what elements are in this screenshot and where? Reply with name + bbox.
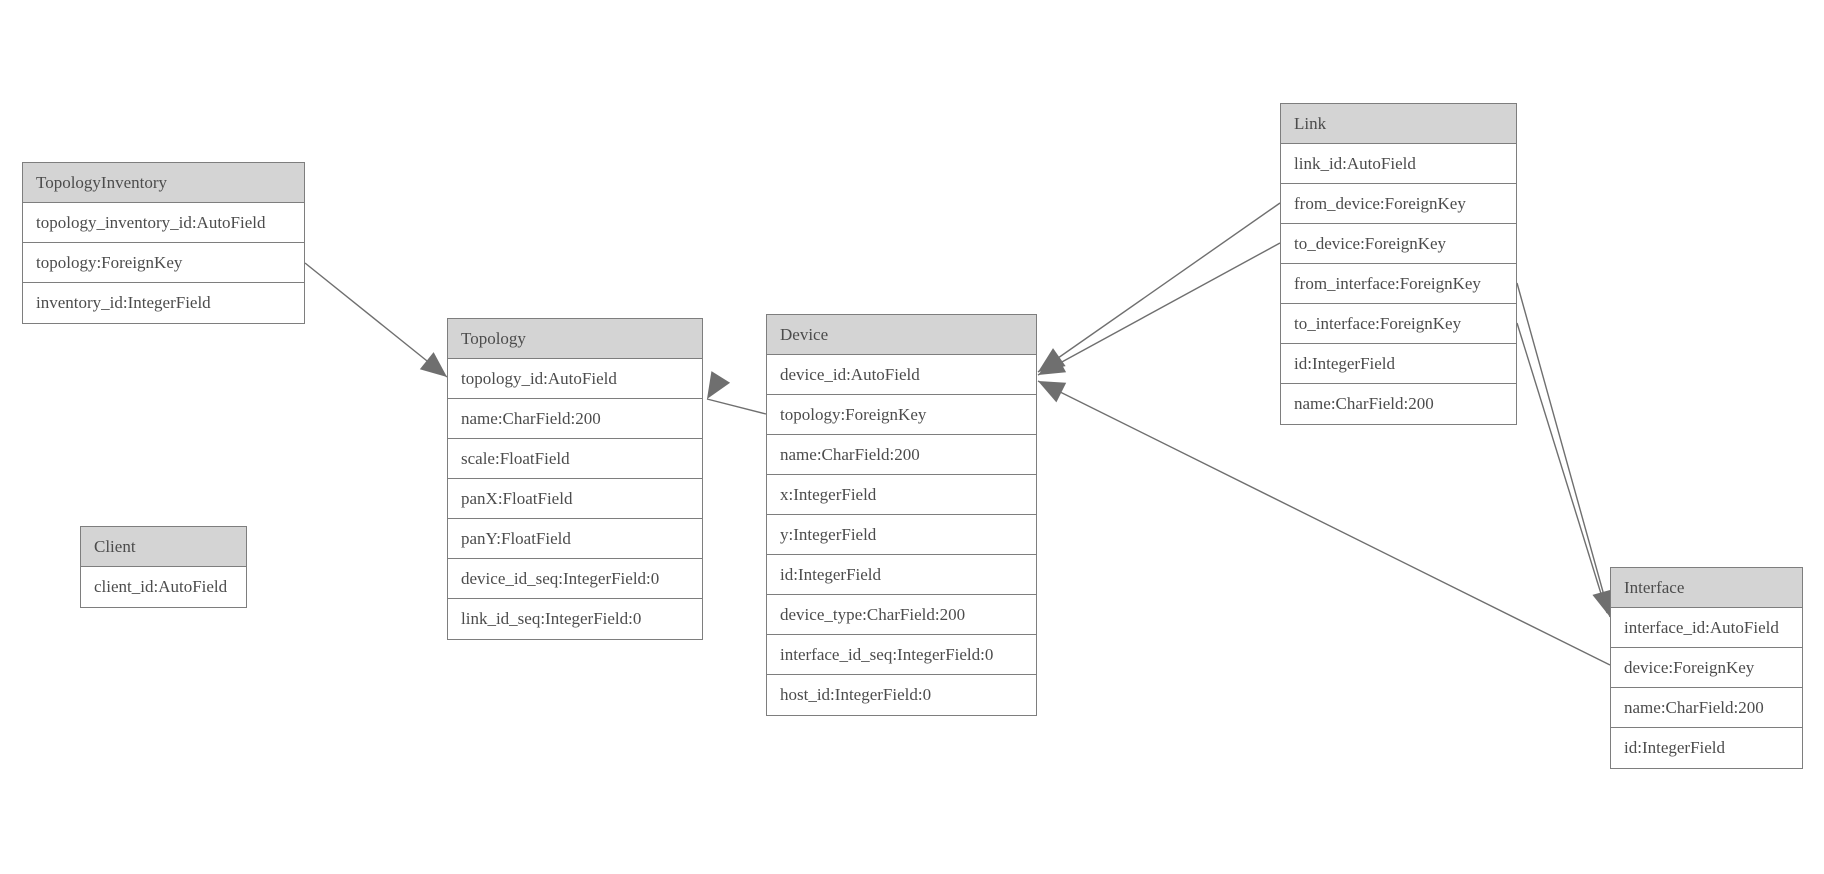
entity-topologyinventory-field-row: topology:ForeignKey — [23, 243, 304, 283]
entity-link-field-row: from_device:ForeignKey — [1281, 184, 1516, 224]
arrowhead-icon-link-todevice-device — [1038, 352, 1067, 375]
entity-topologyinventory-title: TopologyInventory — [23, 163, 304, 203]
entity-client-title: Client — [81, 527, 246, 567]
relationship-line-link-todevice-device — [1037, 242, 1281, 376]
entity-topology-field-row: scale:FloatField — [448, 439, 702, 479]
entity-interface-title: Interface — [1611, 568, 1802, 608]
entity-device-field-row: host_id:IntegerField:0 — [767, 675, 1036, 715]
entity-link-field-row: id:IntegerField — [1281, 344, 1516, 384]
entity-device-field-row: y:IntegerField — [767, 515, 1036, 555]
entity-topology-field-row: link_id_seq:IntegerField:0 — [448, 599, 702, 639]
entity-device-field-row: name:CharField:200 — [767, 435, 1036, 475]
entity-topologyinventory-field-row: inventory_id:IntegerField — [23, 283, 304, 323]
relationship-line-interface-device — [1037, 380, 1611, 666]
entity-device-field-row: id:IntegerField — [767, 555, 1036, 595]
arrowhead-icon-device-topology — [707, 371, 731, 399]
entity-device-field-row: topology:ForeignKey — [767, 395, 1036, 435]
entity-device-title: Device — [767, 315, 1036, 355]
entity-device-field-row: interface_id_seq:IntegerField:0 — [767, 635, 1036, 675]
entity-topology-field-row: device_id_seq:IntegerField:0 — [448, 559, 702, 599]
entity-link-field-row: to_device:ForeignKey — [1281, 224, 1516, 264]
entity-link-field-row: link_id:AutoField — [1281, 144, 1516, 184]
entity-topology-field-row: name:CharField:200 — [448, 399, 702, 439]
entity-topology-title: Topology — [448, 319, 702, 359]
relationship-line-link-fromdevice-device — [1037, 202, 1281, 373]
entity-client-field-row: client_id:AutoField — [81, 567, 246, 607]
arrowhead-icon-interface-device — [1038, 381, 1067, 403]
entity-device-field-row: device_id:AutoField — [767, 355, 1036, 395]
entity-device-field-row: device_type:CharField:200 — [767, 595, 1036, 635]
entity-topology-field-row: topology_id:AutoField — [448, 359, 702, 399]
entity-device-field-row: x:IntegerField — [767, 475, 1036, 515]
relationship-line-link-tointerface-interface — [1516, 322, 1608, 614]
entity-interface-field-row: id:IntegerField — [1611, 728, 1802, 768]
relationship-line-device-topology — [706, 398, 767, 415]
entity-link-field-row: from_interface:ForeignKey — [1281, 264, 1516, 304]
relationship-line-topologyinventory-topology — [304, 262, 448, 378]
entity-interface-field-row: device:ForeignKey — [1611, 648, 1802, 688]
entity-link-field-row: to_interface:ForeignKey — [1281, 304, 1516, 344]
entity-topology-field-row: panX:FloatField — [448, 479, 702, 519]
entity-topology-field-row: panY:FloatField — [448, 519, 702, 559]
entity-topologyinventory-field-row: topology_inventory_id:AutoField — [23, 203, 304, 243]
entity-interface-field-row: interface_id:AutoField — [1611, 608, 1802, 648]
entity-interface-field-row: name:CharField:200 — [1611, 688, 1802, 728]
entity-link-field-row: name:CharField:200 — [1281, 384, 1516, 424]
arrowhead-icon-link-frominterface-interface — [1592, 589, 1614, 617]
entity-link-title: Link — [1281, 104, 1516, 144]
relationship-line-link-frominterface-interface — [1516, 282, 1611, 618]
arrowhead-icon-topologyinventory-topology — [419, 352, 447, 377]
